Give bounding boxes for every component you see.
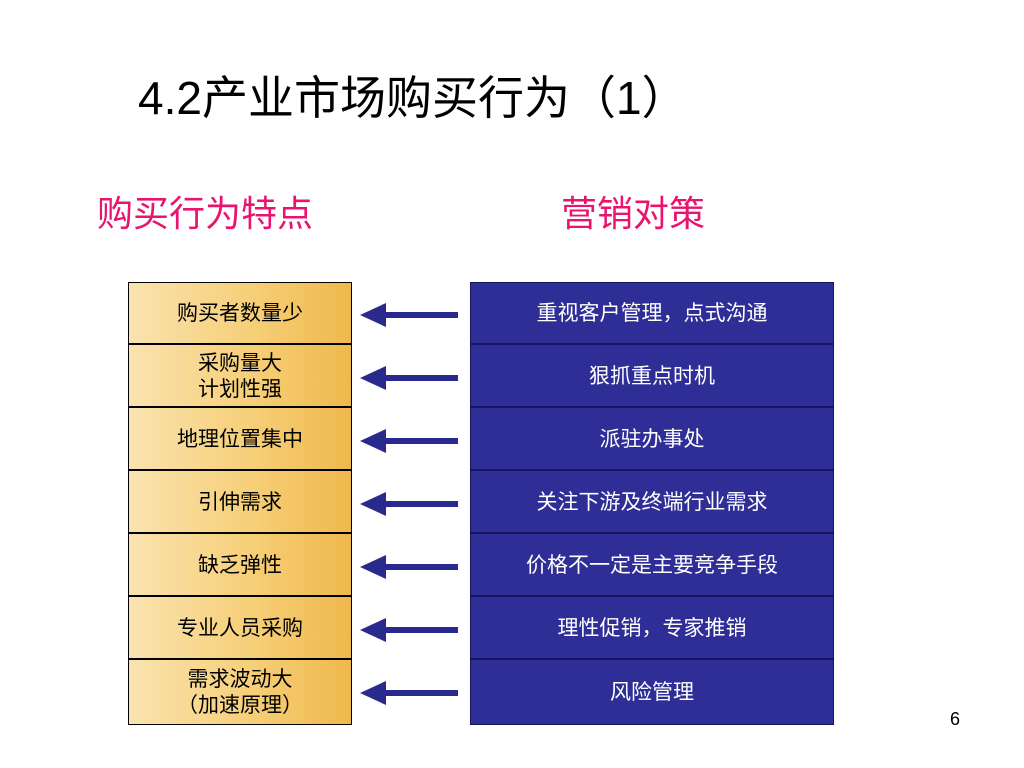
arrow-left-icon [360, 492, 458, 516]
feature-box: 需求波动大 （加速原理） [128, 659, 352, 725]
features-heading: 购买行为特点 [97, 194, 314, 235]
strategy-box: 风险管理 [470, 659, 834, 725]
strategy-box: 价格不一定是主要竞争手段 [470, 533, 834, 596]
strategy-box: 重视客户管理，点式沟通 [470, 282, 834, 344]
page-number: 6 [950, 709, 961, 729]
strategy-box: 狠抓重点时机 [470, 344, 834, 407]
strategies-heading: 营销对策 [561, 194, 706, 235]
feature-box: 购买者数量少 [128, 282, 352, 344]
feature-box: 专业人员采购 [128, 596, 352, 659]
arrow-left-icon [360, 618, 458, 642]
arrow-left-icon [360, 366, 458, 390]
arrow-left-icon [360, 303, 458, 327]
slide-title: 4.2产业市场购买行为（1） [138, 72, 688, 124]
feature-box: 地理位置集中 [128, 407, 352, 470]
strategy-box: 关注下游及终端行业需求 [470, 470, 834, 533]
strategy-box: 理性促销，专家推销 [470, 596, 834, 659]
feature-box: 引伸需求 [128, 470, 352, 533]
feature-box: 缺乏弹性 [128, 533, 352, 596]
features-column: 购买者数量少 采购量大 计划性强 地理位置集中 引伸需求 缺乏弹性 专业人员采购… [128, 282, 352, 725]
strategies-column: 重视客户管理，点式沟通 狠抓重点时机 派驻办事处 关注下游及终端行业需求 价格不… [470, 282, 834, 725]
arrow-left-icon [360, 555, 458, 579]
feature-box: 采购量大 计划性强 [128, 344, 352, 407]
strategy-box: 派驻办事处 [470, 407, 834, 470]
arrow-left-icon [360, 681, 458, 705]
arrow-left-icon [360, 429, 458, 453]
